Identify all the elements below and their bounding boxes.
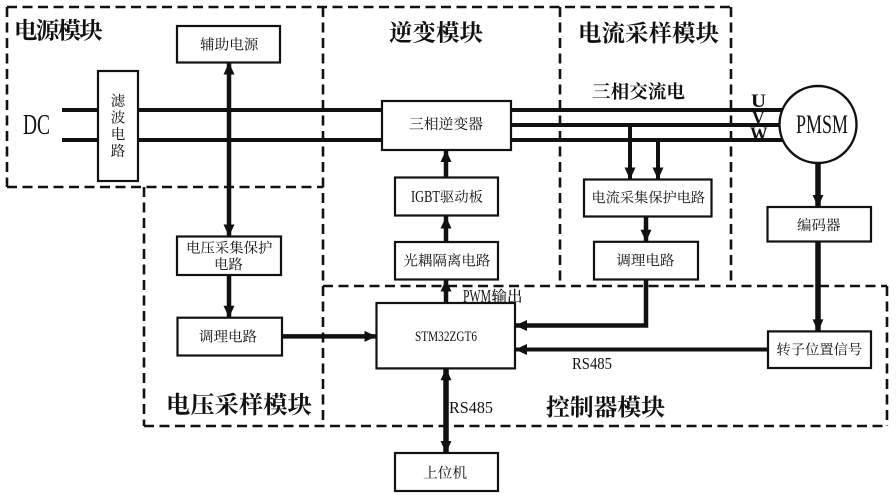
svg-text:IGBT: IGBT [411, 187, 440, 206]
svg-text:V: V [752, 108, 765, 129]
svg-text:DC: DC [23, 110, 50, 141]
svg-text:RS485: RS485 [572, 354, 612, 373]
svg-text:U: U [751, 91, 766, 112]
svg-text:W: W [750, 124, 768, 145]
svg-text:PMSM: PMSM [796, 110, 848, 139]
svg-text:RS485: RS485 [449, 398, 493, 417]
svg-text:STM32ZGT6: STM32ZGT6 [415, 329, 477, 345]
svg-text:PWM: PWM [463, 286, 491, 306]
